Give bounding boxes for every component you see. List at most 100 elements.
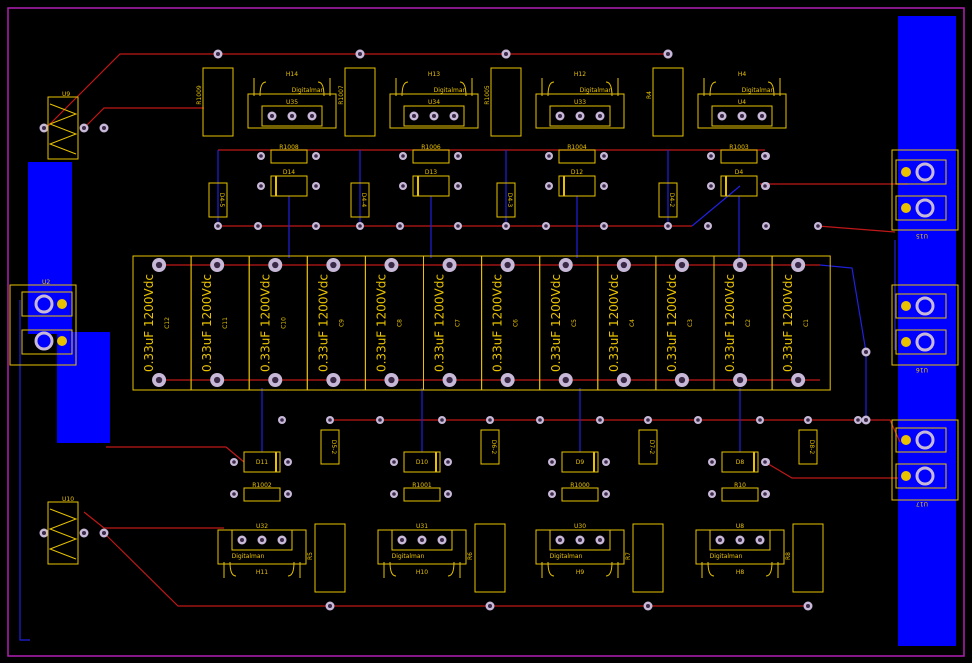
pad-hole <box>816 224 820 228</box>
diode-ref: D13 <box>425 169 437 176</box>
heatsink-label: H11 <box>256 569 268 576</box>
resistor-ref: R1002 <box>252 482 272 489</box>
pad-hole <box>101 530 107 536</box>
regulator-u32[interactable] <box>231 529 293 551</box>
regulator-label: U33 <box>574 99 586 106</box>
pad-hole <box>795 376 802 384</box>
regulator-u4[interactable] <box>711 105 773 127</box>
resistor-r1001[interactable] <box>403 487 441 502</box>
connector-u16[interactable]: U16 <box>891 284 959 373</box>
pad-hole <box>357 51 363 57</box>
diode-d13[interactable] <box>412 175 450 197</box>
resistor-ref: R1008 <box>279 144 299 151</box>
diode-d4[interactable] <box>720 175 758 197</box>
resistor-r1008[interactable] <box>270 149 308 164</box>
heatsink-brand: Digitalman <box>550 553 583 560</box>
zener-d5-2[interactable] <box>320 429 340 465</box>
capacitor-ref: C8 <box>396 319 403 327</box>
connector-u15[interactable]: U15 <box>891 149 959 239</box>
board-outline <box>7 7 965 657</box>
pad-hole <box>604 492 608 496</box>
regulator-u8[interactable] <box>709 529 771 551</box>
zener-ref: D4-4 <box>360 193 367 208</box>
transformer-u9[interactable]: U9 <box>47 91 79 160</box>
resistor-ref: R1000 <box>570 482 590 489</box>
resistor-r8[interactable] <box>792 523 824 593</box>
pad-hole <box>678 376 686 384</box>
resistor-r1000[interactable] <box>561 487 599 502</box>
pad-hole <box>239 537 245 543</box>
diode-d8[interactable] <box>721 451 759 473</box>
connector-u2[interactable]: U2 <box>9 279 77 366</box>
zener-d6-2[interactable] <box>480 429 500 465</box>
pad-hole <box>309 113 315 119</box>
connector-u2-label: U2 <box>42 279 50 286</box>
pad-hole <box>439 537 445 543</box>
heatsink-fins <box>701 561 779 578</box>
regulator-u34[interactable] <box>403 105 465 127</box>
resistor-r6[interactable] <box>474 523 506 593</box>
connector-u17[interactable]: U17 <box>891 419 959 507</box>
resistor-r7[interactable] <box>632 523 664 593</box>
pad-hole <box>737 537 743 543</box>
zener-d4-2[interactable] <box>658 182 678 218</box>
regulator-u33[interactable] <box>549 105 611 127</box>
resistor-r5[interactable] <box>314 523 346 593</box>
resistor-r10[interactable] <box>721 487 759 502</box>
zener-d4-5[interactable] <box>208 182 228 218</box>
heatsink-label: H14 <box>286 71 298 78</box>
pad-hole <box>259 184 263 188</box>
heatsink-fins <box>703 78 781 97</box>
pad-hole <box>547 154 551 158</box>
regulator-u30[interactable] <box>549 529 611 551</box>
transformer-u10[interactable]: U10 <box>47 496 79 565</box>
diode-d12[interactable] <box>558 175 596 197</box>
zener-d4-3[interactable] <box>496 182 516 218</box>
pad-hole <box>763 184 767 188</box>
pad-hole <box>327 603 333 609</box>
capacitor-value: 0.33uF 1200Vdc <box>781 274 795 372</box>
pad-hole <box>863 417 869 423</box>
capacitor-ref: C4 <box>629 319 636 327</box>
resistor-r1004[interactable] <box>558 149 596 164</box>
resistor-r1005[interactable] <box>490 67 522 137</box>
resistor-r1006[interactable] <box>412 149 450 164</box>
connector-u17-label: U17 <box>916 500 928 507</box>
pad-hole <box>544 224 548 228</box>
heatsink-brand: Digitalman <box>232 553 265 560</box>
zener-d7-2[interactable] <box>638 429 658 465</box>
diode-ref: D8 <box>736 459 745 466</box>
resistor-r1003[interactable] <box>720 149 758 164</box>
resistor-r1009[interactable] <box>202 67 234 137</box>
pad-hole <box>665 51 671 57</box>
resistor-r1002[interactable] <box>243 487 281 502</box>
diode-d9[interactable] <box>561 451 599 473</box>
pad-hole <box>398 224 402 228</box>
zener-ref: D7-2 <box>648 440 655 455</box>
pad-hole <box>602 154 606 158</box>
diode-ref: D12 <box>571 169 583 176</box>
regulator-label: U8 <box>736 523 744 530</box>
pad-hole <box>538 418 542 422</box>
zener-d8-2[interactable] <box>798 429 818 465</box>
pad-hole <box>602 184 606 188</box>
diode-d11[interactable] <box>243 451 281 473</box>
zener-d4-4[interactable] <box>350 182 370 218</box>
heatsink-h14[interactable] <box>247 93 337 129</box>
resistor-r4[interactable] <box>652 67 684 137</box>
diode-d10[interactable] <box>403 451 441 473</box>
heatsink-h4[interactable] <box>697 93 787 129</box>
heatsink-h12[interactable] <box>535 93 625 129</box>
resistor-r1007[interactable] <box>344 67 376 137</box>
regulator-u31[interactable] <box>391 529 453 551</box>
pad-hole <box>547 184 551 188</box>
zener-ref: D4-3 <box>506 193 513 208</box>
regulator-u35[interactable] <box>261 105 323 127</box>
heatsink-h13[interactable] <box>389 93 479 129</box>
transformer-u9-label: U9 <box>62 91 70 98</box>
diode-d14[interactable] <box>270 175 308 197</box>
pad-hole <box>446 460 450 464</box>
